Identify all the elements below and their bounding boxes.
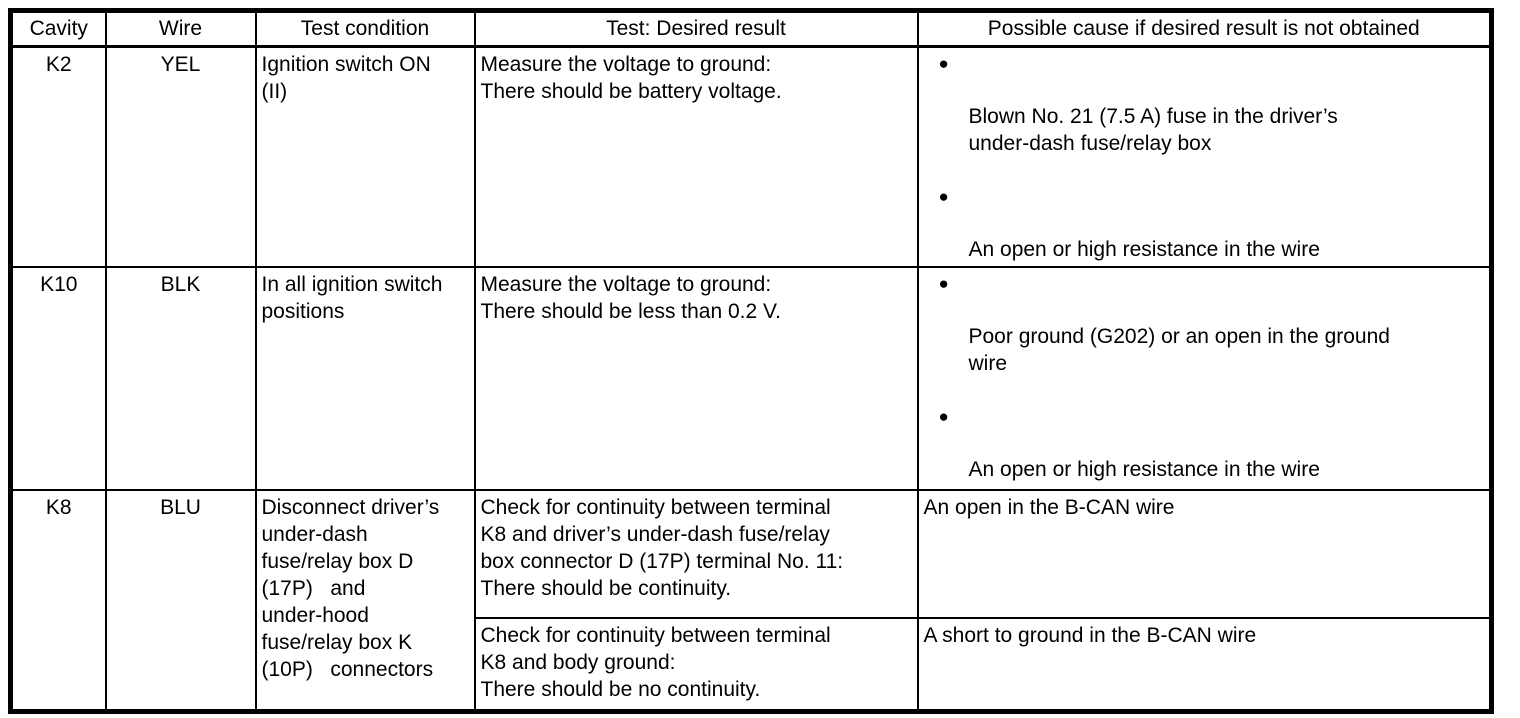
cause-list-item: ● Blown No. 21 (7.5 A) fuse in the drive… bbox=[925, 51, 1484, 157]
cavity-cell: K2 bbox=[9, 45, 107, 268]
header-row: Cavity Wire Test condition Test: Desired… bbox=[9, 9, 1493, 48]
possible-cause-cell: ● Poor ground (G202) or an open in the g… bbox=[916, 266, 1493, 491]
cavity-cell: K8 bbox=[9, 489, 107, 712]
table-row-k2: K2 YEL Ignition switch ON (II) Measure t… bbox=[9, 45, 1493, 268]
bullet-icon: ● bbox=[938, 187, 949, 206]
desired-result-cell: Check for continuity between terminal K8… bbox=[473, 489, 919, 619]
cause-list-item: ● An open or high resistance in the wire bbox=[925, 184, 1484, 263]
desired-result-cell: Measure the voltage to ground: There sho… bbox=[473, 45, 919, 268]
wire-cell: YEL bbox=[104, 45, 257, 268]
cause-list-item: ● Poor ground (G202) or an open in the g… bbox=[925, 271, 1484, 377]
col-header-cavity: Cavity bbox=[9, 9, 107, 48]
test-condition-cell: In all ignition switch positions bbox=[254, 266, 476, 491]
possible-cause-cell: A short to ground in the B-CAN wire bbox=[916, 617, 1493, 712]
possible-cause-cell: An open in the B-CAN wire bbox=[916, 489, 1493, 619]
desired-result-cell: Measure the voltage to ground: There sho… bbox=[473, 266, 919, 491]
test-condition-cell: Disconnect driver’s under-dash fuse/rela… bbox=[254, 489, 476, 712]
test-condition-cell: Ignition switch ON (II) bbox=[254, 45, 476, 268]
wire-cell: BLK bbox=[104, 266, 257, 491]
col-header-wire: Wire bbox=[104, 9, 257, 48]
table-row-k8-test1: K8 BLU Disconnect driver’s under-dash fu… bbox=[9, 489, 1493, 712]
cause-text: An open or high resistance in the wire bbox=[968, 238, 1320, 261]
table-row-k10: K10 BLK In all ignition switch positions… bbox=[9, 266, 1493, 491]
col-header-possible-cause: Possible cause if desired result is not … bbox=[916, 9, 1493, 48]
cause-text: Blown No. 21 (7.5 A) fuse in the driver’… bbox=[968, 105, 1338, 155]
desired-result-cell: Check for continuity between terminal K8… bbox=[473, 617, 919, 712]
col-header-desired-result: Test: Desired result bbox=[473, 9, 919, 48]
cause-text: Poor ground (G202) or an open in the gro… bbox=[968, 325, 1390, 375]
cause-list-item: ● An open or high resistance in the wire bbox=[925, 404, 1484, 483]
cause-text: An open or high resistance in the wire bbox=[968, 458, 1320, 481]
col-header-test-condition: Test condition bbox=[254, 9, 476, 48]
wire-test-table-container: Cavity Wire Test condition Test: Desired… bbox=[8, 8, 1494, 714]
possible-cause-cell: ● Blown No. 21 (7.5 A) fuse in the drive… bbox=[916, 45, 1493, 268]
wire-test-table: Cavity Wire Test condition Test: Desired… bbox=[8, 8, 1494, 714]
cavity-cell: K10 bbox=[9, 266, 107, 491]
bullet-icon: ● bbox=[938, 407, 949, 426]
bullet-icon: ● bbox=[938, 274, 949, 293]
wire-cell: BLU bbox=[104, 489, 257, 712]
table-row-k8-test2: Check for continuity between terminal K8… bbox=[11, 617, 1493, 712]
bullet-icon: ● bbox=[938, 54, 949, 73]
